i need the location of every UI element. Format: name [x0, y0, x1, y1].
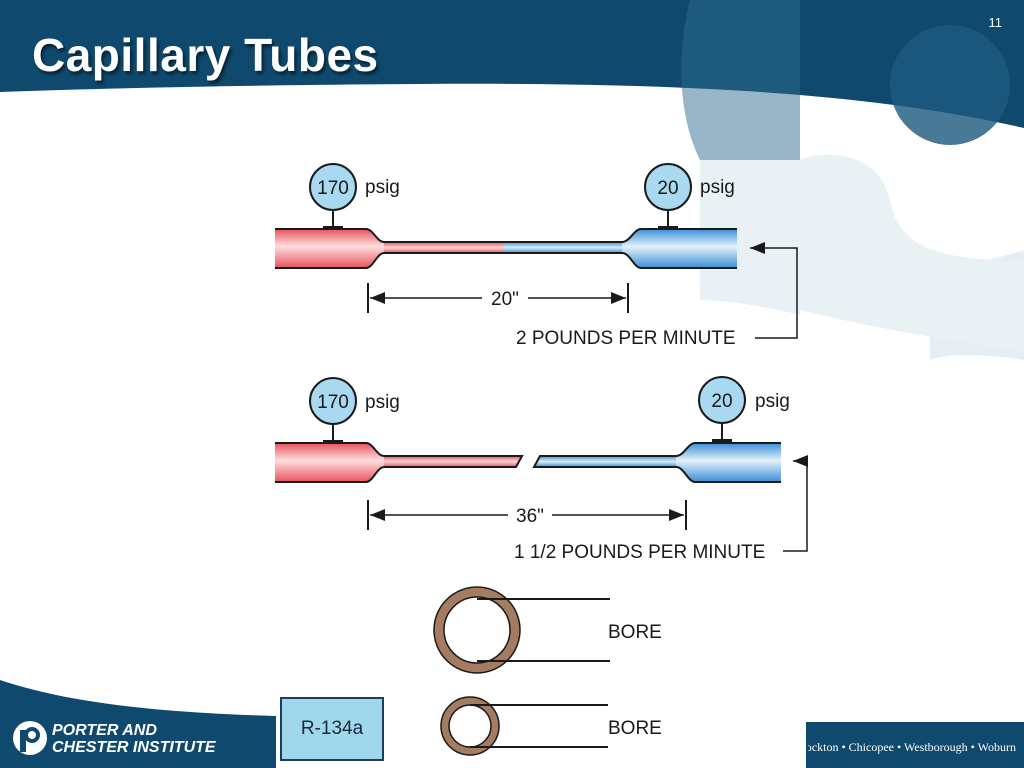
capillary-cold-section	[504, 242, 622, 253]
footer-band-right	[806, 722, 1024, 768]
inlet-gauge-value: 170	[317, 392, 349, 413]
bore-label: BORE	[608, 622, 662, 643]
capillary-hot-section	[384, 242, 504, 253]
capillary-cold-section	[534, 456, 676, 467]
refrigerant-label: R-134a	[300, 718, 364, 739]
flow-rate-label: 2 POUNDS PER MINUTE	[516, 328, 736, 349]
low-pressure-line	[676, 443, 781, 482]
campus-list: Enfield • Rocky Hill • Stratford • Brock…	[808, 740, 1016, 755]
bottom-system: 170 psig 20 psig 36"	[275, 376, 808, 563]
outlet-gauge-unit: psig	[700, 177, 735, 198]
outlet-gauge-top: 20 psig	[644, 163, 735, 230]
capillary-length-label: 36"	[516, 506, 544, 527]
institute-logo-icon	[13, 721, 47, 755]
institute-logo-text: PORTER AND CHESTER INSTITUTE	[52, 722, 216, 756]
bore-small: BORE	[440, 696, 662, 756]
flow-rate-label: 1 1/2 POUNDS PER MINUTE	[514, 542, 765, 563]
outlet-gauge-value: 20	[657, 178, 678, 199]
refrigerant-label-box: R-134a	[280, 697, 384, 761]
inlet-gauge-unit: psig	[365, 177, 400, 198]
slide-number: 11	[988, 15, 1003, 30]
logo-line-1: PORTER AND	[52, 722, 157, 739]
bore-label: BORE	[608, 718, 662, 739]
inlet-gauge-value: 170	[317, 178, 349, 199]
top-system: 170 psig 20 psig 20"	[275, 163, 798, 349]
outlet-gauge-bottom: 20 psig	[698, 376, 790, 443]
inlet-gauge-unit: psig	[365, 392, 400, 413]
capillary-hot-section	[384, 456, 522, 467]
bore-large: BORE	[433, 586, 662, 674]
header-band	[0, 0, 1024, 128]
outlet-gauge-unit: psig	[755, 391, 790, 412]
footer-band-left	[0, 680, 276, 768]
logo-line-2: CHESTER INSTITUTE	[52, 739, 216, 756]
low-pressure-line	[622, 229, 737, 268]
inlet-gauge-bottom: 170 psig	[309, 377, 400, 444]
high-pressure-line	[275, 443, 384, 482]
capillary-length-label: 20"	[491, 289, 519, 310]
watermark-logo	[681, 0, 1024, 360]
high-pressure-line	[275, 229, 384, 268]
campus-list-text: Enfield • Rocky Hill • Stratford • Brock…	[808, 740, 1016, 754]
slide-title: Capillary Tubes	[32, 29, 379, 81]
outlet-gauge-value: 20	[711, 391, 732, 412]
inlet-gauge-top: 170 psig	[309, 163, 400, 230]
